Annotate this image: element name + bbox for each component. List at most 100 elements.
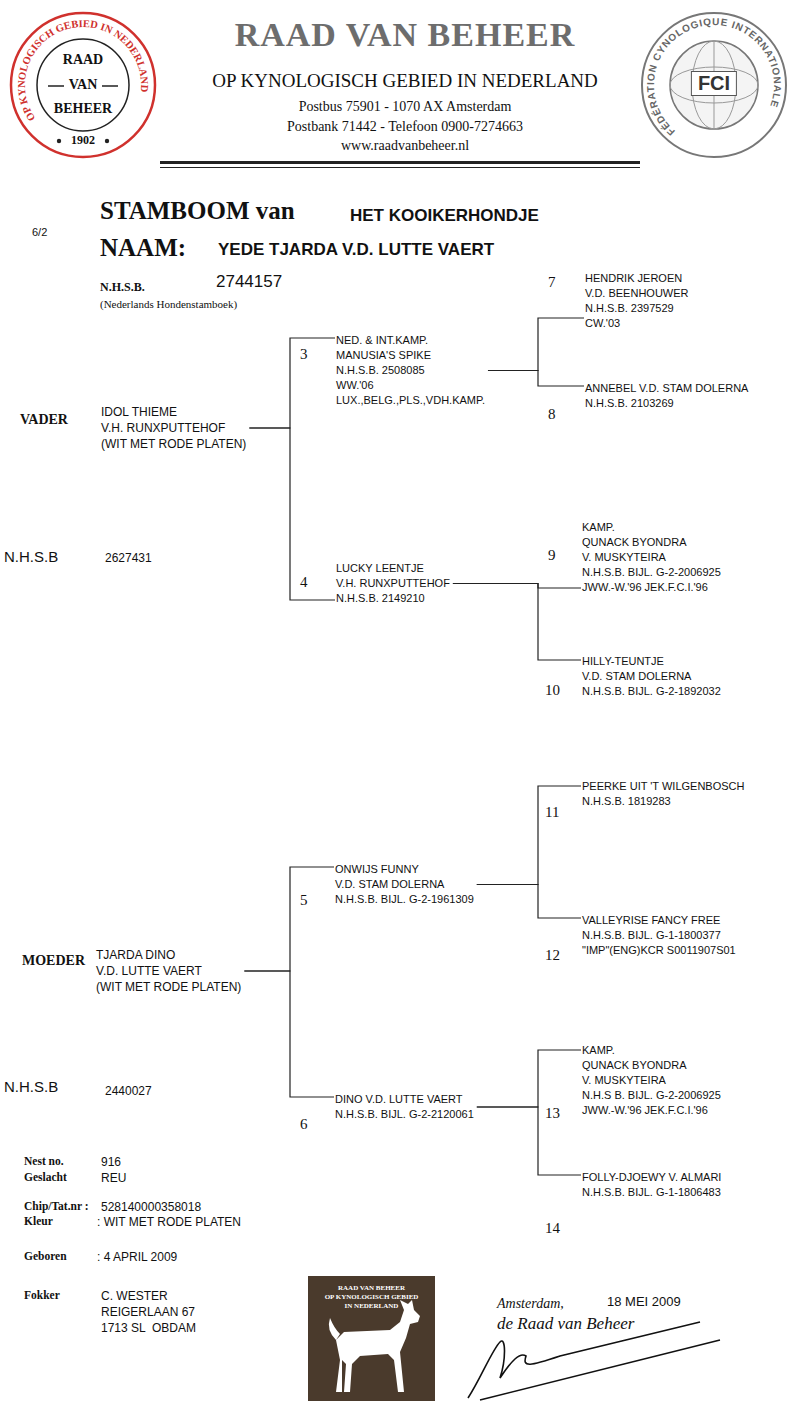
field-value: 528140000358018 bbox=[101, 1200, 201, 1214]
field-label: N.H.S.B. bbox=[100, 280, 145, 295]
entry-line: OP KYNOLOGISCH GEBIED bbox=[308, 1293, 435, 1302]
entry-line: VALLEYRISE FANCY FREE bbox=[582, 913, 736, 928]
callout-number: 5 bbox=[300, 892, 308, 909]
pedigree-entry: KAMP.QUNACK BYONDRAV. MUSKYTEIRAN.H.S.B.… bbox=[582, 520, 721, 595]
callout-number: 14 bbox=[545, 1220, 560, 1237]
entry-line: V.H. RUNXPUTTEHOF bbox=[101, 420, 246, 436]
entry-line: KAMP. bbox=[582, 520, 721, 535]
field-label: Kleur bbox=[24, 1215, 53, 1227]
entry-line: QUNACK BYONDRA bbox=[582, 1058, 721, 1073]
entry-line: TJARDA DINO bbox=[96, 947, 241, 963]
entry-line: RAAD VAN BEHEER bbox=[308, 1284, 435, 1293]
dash bbox=[48, 85, 64, 87]
signatory-label: de Raad van Beheer bbox=[497, 1314, 634, 1334]
entry-line: V.D. LUTTE VAERT bbox=[96, 963, 241, 979]
pedigree-bracket bbox=[453, 584, 581, 589]
entry-line: JWW.-W.'96 JEK.F.C.I.'96 bbox=[582, 1103, 721, 1118]
pedigree-entry: DINO V.D. LUTTE VAERTN.H.S.B. BIJL. G-2-… bbox=[335, 1092, 474, 1122]
signature bbox=[468, 1322, 720, 1400]
entry-line: HILLY-TEUNTJE bbox=[582, 654, 721, 669]
field-label: Fokker bbox=[24, 1289, 60, 1301]
stamp-box: RAAD VAN BEHEEROP KYNOLOGISCH GEBIEDIN N… bbox=[308, 1276, 435, 1311]
callout-number: 3 bbox=[300, 346, 308, 363]
address-line: Postbus 75901 - 1070 AX Amsterdam bbox=[299, 99, 512, 115]
entry-line: (WIT MET RODE PLATEN) bbox=[101, 436, 246, 452]
header-title: RAAD VAN BEHEER bbox=[235, 16, 576, 54]
pedigree-bracket bbox=[477, 1050, 581, 1107]
field-value: REIGERLAAN 67 bbox=[101, 1305, 195, 1319]
entry-line: LUX.,BELG.,PLS.,VDH.KAMP. bbox=[336, 393, 485, 408]
entry-line: N.H.S.B. 2103269 bbox=[585, 396, 748, 411]
pedigree-bracket bbox=[477, 1107, 581, 1175]
seal-text: FÉDÉRATION CYNOLOGIQUE INTERNATIONALE bbox=[645, 16, 783, 138]
pedigree-bracket bbox=[488, 371, 584, 387]
document-title: STAMBOOM van bbox=[100, 197, 295, 225]
pedigree-entry: VALLEYRISE FANCY FREEN.H.S.B. BIJL. G-1-… bbox=[582, 913, 736, 958]
callout-number: 8 bbox=[548, 406, 556, 423]
pedigree-entry: NED. & INT.KAMP.MANUSIA'S SPIKEN.H.S.B. … bbox=[336, 333, 485, 408]
raad-seal: OP KYNOLOGISCH GEBIED IN NEDERLANDRAADVA… bbox=[8, 10, 158, 160]
pedigree-bracket bbox=[488, 318, 584, 371]
seal-arc-text: FÉDÉRATION CYNOLOGIQUE INTERNATIONALE bbox=[645, 16, 783, 138]
pedigree-entry: FOLLY-DJOEWY V. ALMARIN.H.S.B. BIJL. G-1… bbox=[582, 1170, 721, 1200]
callout-number: 4 bbox=[300, 574, 308, 591]
field-label: Chip/Tat.nr : bbox=[24, 1200, 89, 1212]
entry-line: N.H.S.B. BIJL. G-1-1806483 bbox=[582, 1185, 721, 1200]
globe bbox=[670, 41, 758, 129]
address-line: www.raadvanbeheer.nl bbox=[341, 138, 469, 154]
entry-line: N.H.S.B. BIJL. G-2-2006925 bbox=[582, 565, 721, 580]
entry-line: IDOL THIEME bbox=[101, 404, 246, 420]
field-label: N.H.S.B bbox=[4, 548, 58, 565]
entry-line: N.H.S B. BIJL. G-2-2006925 bbox=[582, 1088, 721, 1103]
dam-label: MOEDER bbox=[22, 953, 85, 969]
dog-name: YEDE TJARDA V.D. LUTTE VAERT bbox=[218, 240, 494, 260]
header-subtitle: OP KYNOLOGISCH GEBIED IN NEDERLAND bbox=[212, 70, 598, 92]
entry-line: V.D. STAM DOLERNA bbox=[335, 877, 474, 892]
entry-line: LUCKY LEENTJE bbox=[336, 561, 450, 576]
field-value: : WIT MET RODE PLATEN bbox=[97, 1215, 241, 1229]
entry-line: MANUSIA'S SPIKE bbox=[336, 348, 485, 363]
page-code: 6/2 bbox=[32, 226, 47, 238]
callout-number: 10 bbox=[545, 682, 560, 699]
entry-line: N.H.S.B. 2397529 bbox=[585, 301, 689, 316]
pedigree-bracket bbox=[477, 885, 581, 919]
entry-line: QUNACK BYONDRA bbox=[582, 535, 721, 550]
entry-line: N.H.S.B. BIJL. G-2-1892032 bbox=[582, 684, 721, 699]
seal-word: VAN bbox=[8, 77, 158, 93]
entry-line: "IMP"(ENG)KCR S0011907S01 bbox=[582, 943, 736, 958]
star-dot bbox=[105, 139, 109, 143]
pedigree-bracket bbox=[453, 584, 581, 661]
entry-line: ANNEBEL V.D. STAM DOLERNA bbox=[585, 381, 748, 396]
breed-name: HET KOOIKERHONDJE bbox=[350, 206, 539, 226]
field-note: (Nederlands Hondenstamboek) bbox=[100, 298, 237, 310]
entry-line: CW.'03 bbox=[585, 316, 689, 331]
star-dot bbox=[57, 139, 61, 143]
fci-seal: FÉDÉRATION CYNOLOGIQUE INTERNATIONALEFCI bbox=[639, 10, 789, 160]
entry-line: HENDRIK JEROEN bbox=[585, 271, 689, 286]
seal-ring bbox=[642, 13, 786, 157]
pedigree-bracket bbox=[244, 867, 334, 971]
entry-line: V. MUSKYTEIRA bbox=[582, 1073, 721, 1088]
entry-line: DINO V.D. LUTTE VAERT bbox=[335, 1092, 474, 1107]
pedigree-bracket bbox=[244, 971, 334, 1097]
callout-number: 12 bbox=[545, 947, 560, 964]
entry-line: V. MUSKYTEIRA bbox=[582, 550, 721, 565]
place-label: Amsterdam, bbox=[497, 1296, 564, 1312]
entry-line: V.D. STAM DOLERNA bbox=[582, 669, 721, 684]
callout-number: 7 bbox=[548, 274, 556, 291]
entry-line: ONWIJS FUNNY bbox=[335, 862, 474, 877]
header-rule bbox=[160, 167, 640, 168]
field-value: REU bbox=[101, 1171, 126, 1185]
entry-line: NED. & INT.KAMP. bbox=[336, 333, 485, 348]
field-value: : 4 APRIL 2009 bbox=[97, 1250, 177, 1264]
pedigree-bracket bbox=[249, 428, 335, 600]
entry-line: N.H.S.B. BIJL. G-2-2120061 bbox=[335, 1107, 474, 1122]
register-number: 2440027 bbox=[105, 1084, 152, 1098]
dog-silhouette bbox=[329, 1300, 420, 1392]
entry-line: KAMP. bbox=[582, 1043, 721, 1058]
pedigree-entry: KAMP.QUNACK BYONDRAV. MUSKYTEIRAN.H.S B.… bbox=[582, 1043, 721, 1118]
date-value: 18 MEI 2009 bbox=[607, 1294, 681, 1309]
entry-line: PEERKE UIT 'T WILGENBOSCH bbox=[582, 779, 744, 794]
header-rule bbox=[160, 161, 640, 164]
